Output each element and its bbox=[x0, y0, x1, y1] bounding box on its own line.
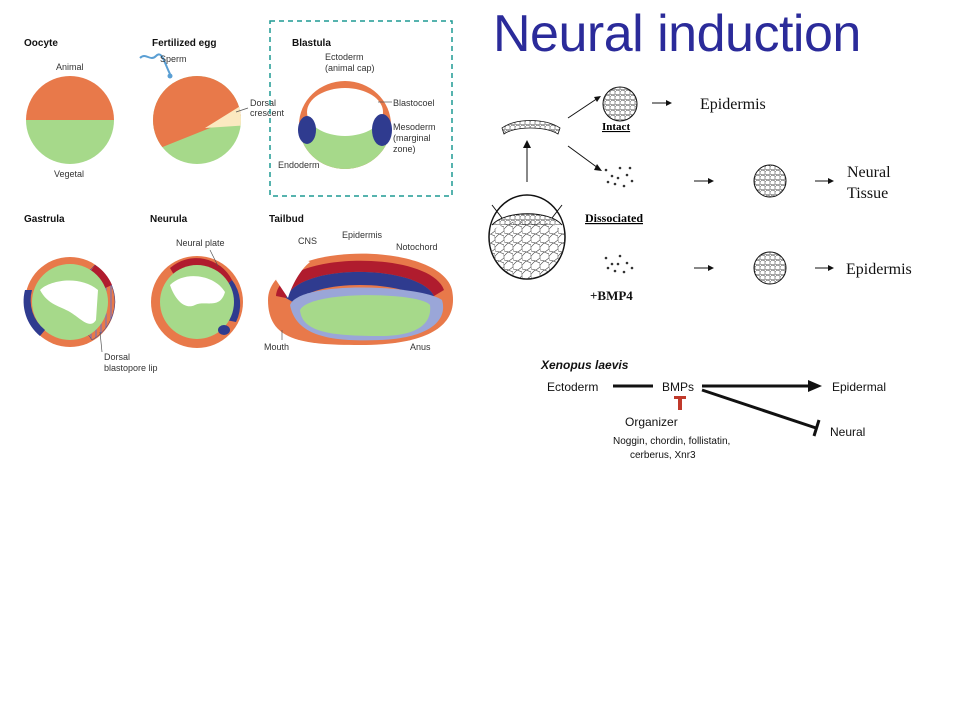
tailbud-stage: Tailbud CNS Epidermis Notochord Mouth An… bbox=[264, 214, 454, 352]
blastula-highlight-box bbox=[269, 20, 453, 197]
endoderm-label: Endoderm bbox=[278, 160, 320, 170]
organizer-factors-1: Noggin, chordin, follistatin, bbox=[613, 436, 730, 447]
neural-plate-label: Neural plate bbox=[176, 238, 225, 248]
dissociated-label: Dissociated bbox=[585, 211, 643, 225]
neural-node: Neural bbox=[830, 425, 865, 439]
fertilized-egg-stage: Fertilized egg Sperm Dorsal crescent bbox=[139, 38, 285, 164]
anus-label: Anus bbox=[410, 342, 431, 352]
crescent-label: crescent bbox=[250, 108, 285, 118]
epidermal-node: Epidermal bbox=[832, 380, 886, 394]
neurula-stage: Neurula Neural plate bbox=[150, 214, 243, 348]
dorsal-label: Dorsal bbox=[250, 98, 276, 108]
oocyte-stage: Oocyte Animal Vegetal bbox=[24, 38, 114, 179]
fertilized-heading: Fertilized egg bbox=[152, 38, 216, 49]
vegetal-label: Vegetal bbox=[54, 169, 84, 179]
species-label: Xenopus laevis bbox=[540, 358, 629, 372]
mesoderm-right bbox=[372, 114, 392, 146]
reaggregated-cap-2 bbox=[753, 251, 787, 285]
organizer-node: Organizer bbox=[625, 415, 678, 429]
blastula-heading: Blastula bbox=[292, 38, 331, 49]
neurula-heading: Neurula bbox=[150, 214, 188, 225]
sperm-label: Sperm bbox=[160, 54, 187, 64]
bmp4-label: +BMP4 bbox=[590, 288, 633, 303]
blastula-endoderm bbox=[299, 125, 391, 169]
dorsal-lip-label: Dorsal bbox=[104, 352, 130, 362]
sperm-icon bbox=[139, 53, 171, 75]
blastocoel bbox=[307, 88, 383, 136]
dissociated-cells bbox=[604, 166, 634, 188]
notochord-label: Notochord bbox=[396, 242, 438, 252]
oocyte-egg bbox=[26, 76, 114, 164]
intact-label: Intact bbox=[602, 121, 630, 133]
mesoderm-label: Mesoderm bbox=[393, 122, 436, 132]
epidermis-result-2: Epidermis bbox=[846, 261, 912, 278]
organizer-factors-2: cerberus, Xnr3 bbox=[630, 450, 696, 461]
fertilized-egg bbox=[153, 76, 241, 164]
bmps-node: BMPs bbox=[662, 380, 694, 394]
cns-label: CNS bbox=[298, 236, 317, 246]
ectoderm-label: Ectoderm bbox=[325, 52, 364, 62]
blastocoel-label: Blastocoel bbox=[393, 98, 435, 108]
mesoderm-left bbox=[298, 116, 316, 144]
neural-result: Neural bbox=[847, 164, 891, 181]
animal-cap-explant bbox=[501, 120, 561, 135]
tailbud-heading: Tailbud bbox=[269, 214, 304, 225]
animal-label: Animal bbox=[56, 62, 84, 72]
marginal-label: (marginal bbox=[393, 133, 431, 143]
bmp-pathway: Xenopus laevis Ectoderm BMPs Epidermal N… bbox=[540, 358, 886, 461]
blastopore-lip-label: blastopore lip bbox=[104, 363, 158, 373]
bmps-inhibit-neural-line bbox=[701, 388, 817, 430]
intact-cap bbox=[602, 86, 638, 122]
animal-cap-experiment: Intact Epidermis Dissociated Neural Tiss… bbox=[488, 86, 912, 303]
tissue-result: Tissue bbox=[847, 185, 888, 202]
gastrula-heading: Gastrula bbox=[24, 214, 65, 225]
zone-label: zone) bbox=[393, 144, 416, 154]
dissociated-cells-bmp4 bbox=[604, 254, 634, 274]
page-title: Neural induction bbox=[493, 5, 861, 63]
gastrula-stage: Gastrula Dorsal blastopore lip bbox=[23, 214, 158, 373]
ectoderm-node: Ectoderm bbox=[547, 380, 598, 394]
reaggregated-cap-1 bbox=[753, 164, 787, 198]
mouth-label: Mouth bbox=[264, 342, 289, 352]
sperm-head-icon bbox=[167, 73, 173, 79]
epidermis-label: Epidermis bbox=[342, 230, 383, 240]
oocyte-heading: Oocyte bbox=[24, 38, 58, 49]
blastula-stage: Blastula Ectoderm (animal cap) Blastocoe… bbox=[269, 20, 453, 197]
animal-cap-label: (animal cap) bbox=[325, 63, 375, 73]
epidermis-result-1: Epidermis bbox=[700, 96, 766, 113]
